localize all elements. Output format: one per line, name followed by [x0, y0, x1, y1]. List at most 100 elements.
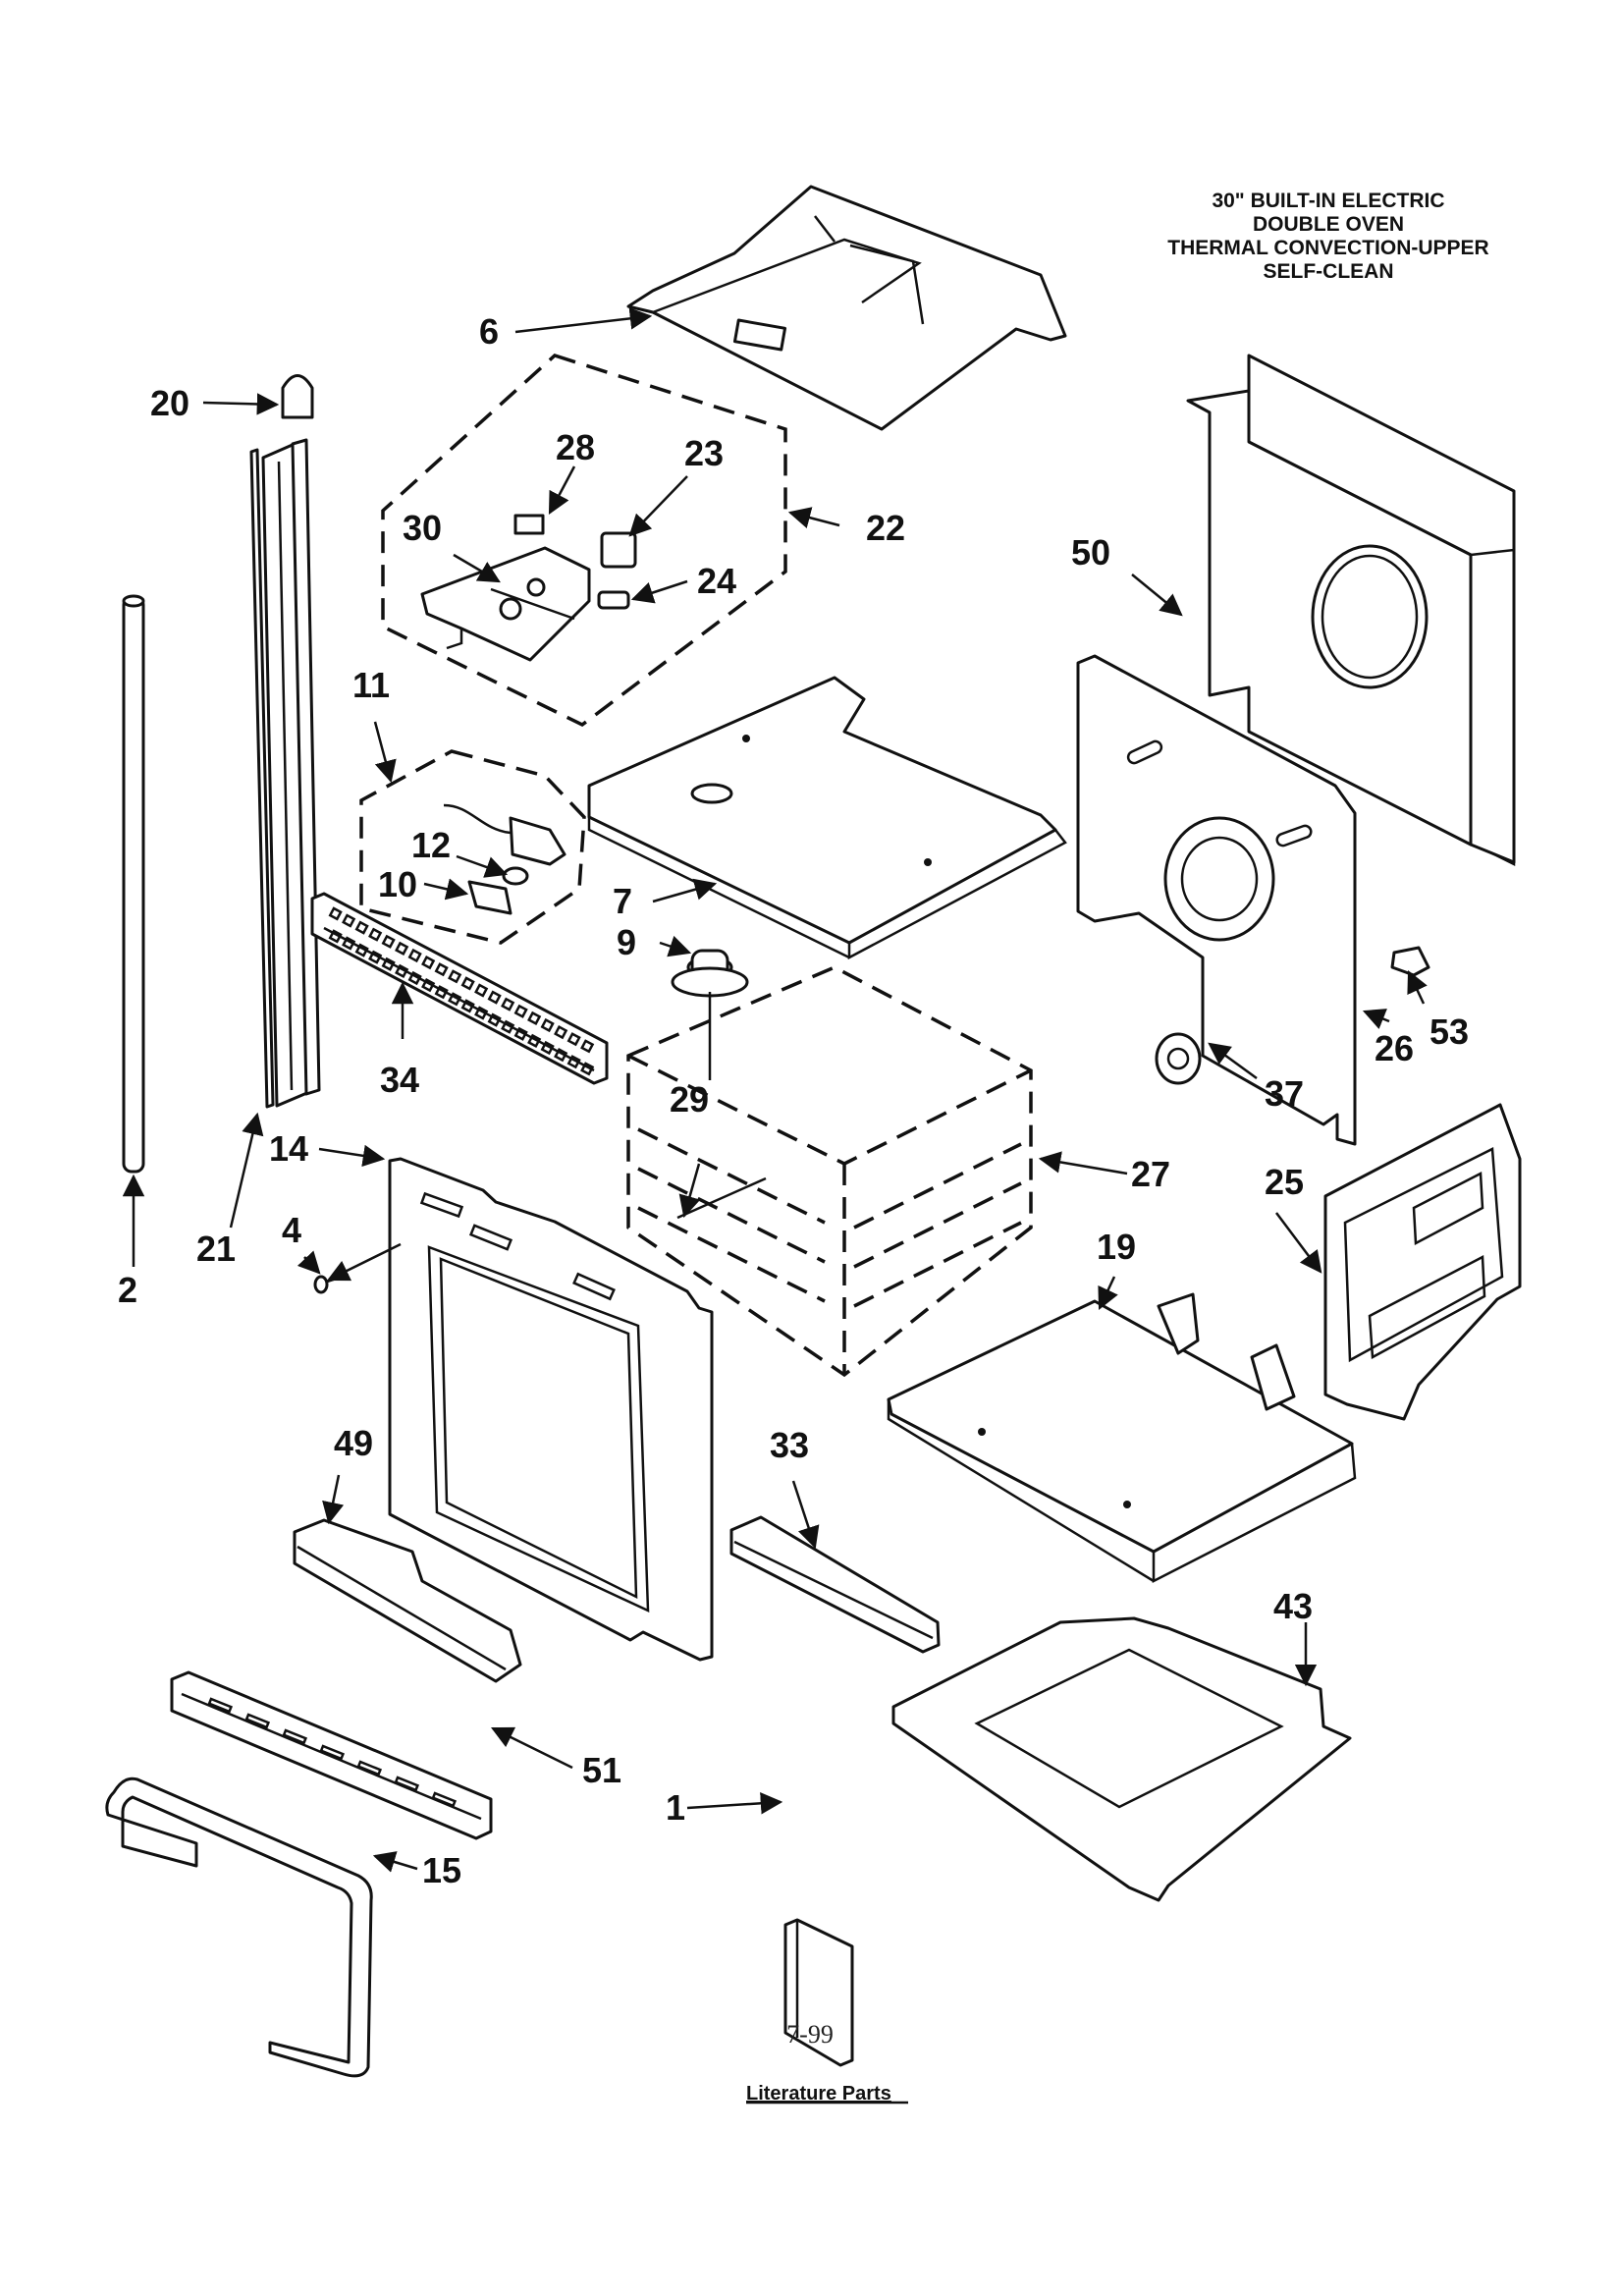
callout-24: 24: [697, 561, 736, 601]
diagram-title: 30" BUILT-IN ELECTRIC DOUBLE OVEN THERMA…: [1167, 190, 1488, 283]
vent-slot: [354, 943, 369, 957]
callout-15: 15: [422, 1850, 461, 1890]
vent-slot: [395, 941, 409, 957]
vent-slot: [448, 969, 462, 984]
vent-slot: [527, 1011, 542, 1026]
vent-slot: [381, 957, 396, 971]
vent-slot: [554, 1048, 568, 1063]
title-line-2: DOUBLE OVEN: [1253, 213, 1404, 236]
vent-slot: [566, 1032, 581, 1047]
vent-slot: [474, 983, 489, 998]
vent-slot: [368, 950, 383, 964]
vent-slot: [434, 985, 449, 1000]
vent-slot: [527, 1033, 542, 1049]
vent-slot: [540, 1017, 555, 1033]
part-10-block: [467, 880, 512, 915]
callout-2: 2: [118, 1270, 137, 1310]
part-20-end-cap: [281, 374, 314, 419]
vent-slot: [207, 1697, 234, 1714]
vent-slot: [487, 990, 502, 1005]
vent-slot: [244, 1713, 271, 1729]
vent-slot: [554, 1025, 568, 1040]
vent-slot: [434, 962, 449, 977]
callout-27: 27: [1131, 1154, 1170, 1194]
vent-slot: [580, 1062, 595, 1076]
leader-lines: [122, 307, 1428, 1873]
vent-slot: [328, 929, 343, 944]
part-22-control-group: [381, 354, 787, 728]
callout-9: 9: [617, 922, 636, 962]
callout-29: 29: [670, 1079, 709, 1120]
vent-slot: [513, 1004, 528, 1018]
callout-30: 30: [403, 508, 442, 548]
part-21-side-trim: [249, 438, 321, 1109]
callout-34: 34: [380, 1060, 419, 1100]
vent-slot: [421, 978, 436, 993]
callout-50: 50: [1071, 532, 1110, 573]
callout-labels: 6 20 28 23 30 22 24 11 12 10 7 9 34 27 2…: [118, 311, 1469, 1890]
part-11-wire-group: [359, 749, 586, 945]
part-26-fan-shroud: [1076, 654, 1357, 1146]
vent-slot: [580, 1039, 595, 1054]
vent-slot: [407, 948, 422, 963]
page-number: 7-99: [786, 2020, 834, 2049]
vent-slot: [368, 927, 383, 942]
part-43-bottom-pan: [891, 1616, 1352, 1902]
callout-11: 11: [352, 665, 390, 705]
part-27-oven-cavity: [626, 965, 1033, 1378]
callout-37: 37: [1265, 1073, 1304, 1114]
callout-33: 33: [770, 1425, 809, 1465]
part-51-vent-trim: [170, 1670, 493, 1840]
title-line-4: SELF-CLEAN: [1264, 260, 1394, 283]
part-1-literature: [783, 1918, 854, 2067]
part-15-door-gasket: [105, 1777, 373, 2078]
part-9-fan-motor: [671, 949, 749, 1080]
callout-12: 12: [411, 825, 451, 865]
part-7-oven-top: [587, 676, 1067, 960]
callout-43: 43: [1273, 1586, 1313, 1626]
part-50-back-panel: [1186, 354, 1516, 867]
vent-slot: [460, 999, 475, 1013]
callout-25: 25: [1265, 1162, 1304, 1202]
vent-slot: [356, 1760, 383, 1777]
part-28-switch: [513, 514, 545, 535]
vent-slot: [328, 906, 343, 921]
vent-slot: [395, 963, 409, 979]
literature-parts-label: Literature Parts: [746, 2083, 891, 2105]
callout-4: 4: [282, 1210, 301, 1250]
vent-slot: [342, 936, 356, 951]
callout-53: 53: [1429, 1011, 1469, 1052]
callout-26: 26: [1375, 1028, 1414, 1068]
callout-21: 21: [196, 1229, 236, 1269]
callout-22: 22: [866, 508, 905, 548]
vent-slot: [540, 1040, 555, 1056]
part-23-relay: [600, 531, 637, 569]
part-12-terminal: [502, 866, 529, 886]
part-19-bottom-shelf: [887, 1292, 1357, 1584]
vent-slot: [487, 1012, 502, 1027]
callout-23: 23: [684, 433, 724, 473]
vent-slot: [460, 976, 475, 991]
part-34-vent-grille: [310, 892, 609, 1085]
vent-slot: [501, 997, 515, 1011]
callout-6: 6: [479, 311, 499, 352]
vent-slot: [342, 913, 356, 928]
vent-slot: [566, 1055, 581, 1069]
vent-slot: [282, 1728, 308, 1745]
callout-28: 28: [556, 427, 595, 467]
part-2-vertical-rod: [122, 594, 145, 1174]
callout-49: 49: [334, 1423, 373, 1463]
vent-slot: [394, 1776, 420, 1792]
part-6-top-cover: [626, 185, 1067, 431]
part-49-bracket: [293, 1518, 522, 1683]
part-14-front-frame: [388, 1157, 714, 1662]
part-33-angle-bracket: [729, 1515, 941, 1654]
callout-14: 14: [269, 1128, 308, 1169]
vent-slot: [448, 992, 462, 1007]
callout-51: 51: [582, 1750, 621, 1790]
vent-slot: [319, 1744, 346, 1761]
callout-20: 20: [150, 383, 189, 423]
vent-slot: [501, 1019, 515, 1034]
part-25-side-panel: [1323, 1103, 1522, 1421]
